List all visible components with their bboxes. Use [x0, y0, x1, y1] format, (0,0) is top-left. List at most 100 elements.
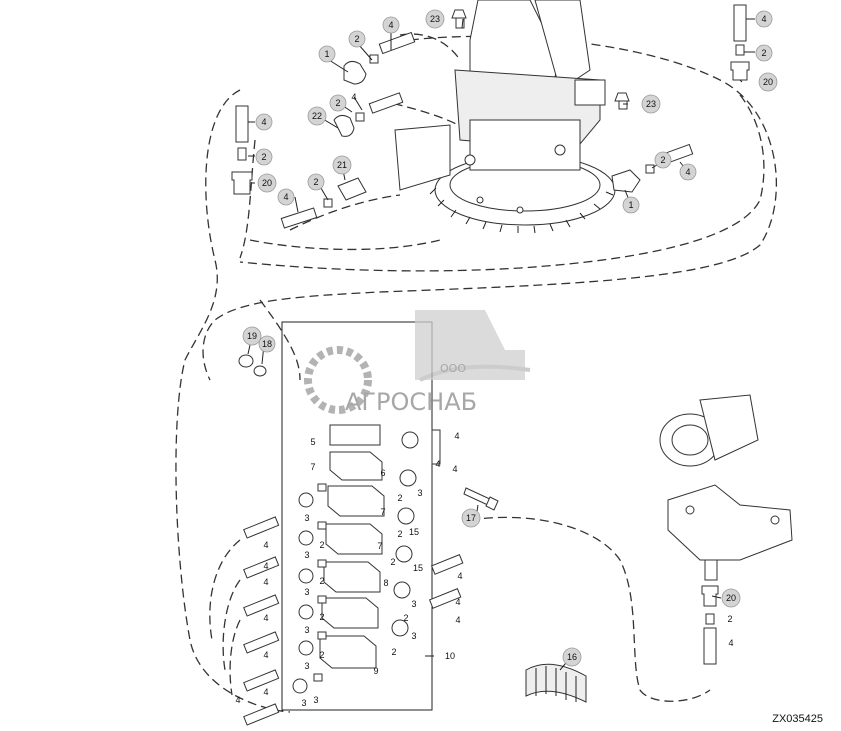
label-item: 2 — [319, 576, 324, 586]
watermark-prefix: ООО — [440, 362, 466, 375]
svg-text:1: 1 — [324, 49, 329, 59]
svg-text:2: 2 — [335, 98, 340, 108]
callout-1-top: 1 — [318, 45, 336, 63]
label-item: 4 — [263, 687, 268, 697]
label-item: 2 — [391, 647, 396, 657]
label-item: 7 — [377, 541, 382, 551]
watermark-name: АГРОСНАБ — [345, 388, 477, 416]
label-item: 3 — [304, 513, 309, 523]
svg-text:20: 20 — [763, 77, 773, 87]
svg-text:17: 17 — [466, 513, 476, 523]
svg-text:23: 23 — [646, 99, 656, 109]
svg-text:1: 1 — [628, 200, 633, 210]
svg-text:21: 21 — [337, 160, 347, 170]
pump-assembly — [659, 394, 793, 665]
callout-4-left-low: 4 — [277, 188, 295, 206]
swing-gear-assembly — [394, 0, 616, 234]
svg-text:2: 2 — [313, 177, 318, 187]
svg-text:2: 2 — [660, 155, 665, 165]
svg-text:20: 20 — [726, 593, 736, 603]
label-item: 2 — [319, 650, 324, 660]
label-item: 2 — [397, 493, 402, 503]
label-item: 4 — [455, 597, 460, 607]
label-item: 2 — [727, 614, 732, 624]
label-item: 3 — [313, 695, 318, 705]
label-item: 7 — [310, 462, 315, 472]
label-item: 4 — [263, 613, 268, 623]
callout-23-top: 23 — [425, 9, 445, 29]
svg-text:4: 4 — [388, 20, 393, 30]
valve-stack — [238, 321, 499, 711]
svg-text:19: 19 — [247, 331, 257, 341]
callout-21: 21 — [332, 155, 352, 175]
stack-labels: 4 5 4 7 6 3 4 2 3 2 7 15 4 3 7 2 4 2 3 1… — [235, 431, 733, 708]
callout-20-pump: 20 — [721, 588, 741, 608]
label-item: 9 — [373, 666, 378, 676]
callout-2-left-low: 2 — [307, 173, 325, 191]
callout-4-left: 4 — [255, 113, 273, 131]
label-item: 3 — [301, 698, 306, 708]
callout-20-left: 20 — [257, 173, 277, 193]
drawing-id: ZX035425 — [772, 713, 823, 725]
label-item: 3 — [304, 661, 309, 671]
upper-fittings — [231, 4, 750, 229]
svg-text:2: 2 — [261, 152, 266, 162]
label-item: 4 — [728, 638, 733, 648]
watermark: ООО АГРОСНАБ — [304, 310, 531, 416]
hose-outer-left — [175, 89, 291, 713]
callout-19: 19 — [242, 326, 262, 346]
callout-4-topright: 4 — [755, 10, 773, 28]
svg-text:4: 4 — [283, 192, 288, 202]
callout-18: 18 — [258, 335, 276, 353]
callout-2-right: 2 — [654, 151, 672, 169]
callout-20-topright: 20 — [758, 72, 778, 92]
callout-23-right: 23 — [641, 94, 661, 114]
label-item: 8 — [383, 578, 388, 588]
label-item: 4 — [452, 464, 457, 474]
svg-text:20: 20 — [262, 178, 272, 188]
label-item: 2 — [390, 557, 395, 567]
label-item: 3 — [304, 550, 309, 560]
label-item: 3 — [411, 599, 416, 609]
sleeve-16 — [525, 663, 587, 703]
label-item: 4 — [263, 540, 268, 550]
callout-4-mid: 4 — [351, 92, 356, 102]
callout-2-mid: 2 — [329, 94, 347, 112]
callout-16: 16 — [562, 647, 582, 667]
right-tubes — [428, 429, 464, 609]
svg-text:2: 2 — [354, 34, 359, 44]
label-item: 2 — [319, 540, 324, 550]
hose-upper-right — [239, 94, 765, 272]
callout-4-right: 4 — [679, 163, 697, 181]
label-item: 4 — [435, 459, 440, 469]
label-item: 7 — [380, 507, 385, 517]
callout-22: 22 — [307, 106, 327, 126]
callout-17: 17 — [461, 508, 481, 528]
left-tubes — [243, 516, 280, 726]
label-item: 2 — [403, 613, 408, 623]
hose-left-tubes — [209, 539, 241, 696]
label-item: 3 — [304, 625, 309, 635]
svg-text:2: 2 — [761, 48, 766, 58]
svg-text:18: 18 — [262, 339, 272, 349]
svg-text:4: 4 — [351, 92, 356, 102]
label-item: 4 — [263, 577, 268, 587]
callout-2-left: 2 — [255, 148, 273, 166]
callout-4-top: 4 — [382, 16, 400, 34]
label-item: 5 — [310, 437, 315, 447]
label-item: 3 — [417, 488, 422, 498]
label-item: 6 — [380, 468, 385, 478]
svg-text:23: 23 — [430, 14, 440, 24]
svg-text:4: 4 — [761, 14, 766, 24]
label-item: 15 — [409, 527, 419, 537]
label-item: 4 — [457, 571, 462, 581]
svg-text:16: 16 — [567, 652, 577, 662]
label-item: 4 — [235, 695, 240, 705]
svg-text:4: 4 — [261, 117, 266, 127]
hose-mid-lower — [469, 516, 711, 702]
label-item: 15 — [413, 563, 423, 573]
hose-upper-mid — [249, 194, 441, 251]
label-item: 4 — [455, 615, 460, 625]
callout-2-topright: 2 — [755, 44, 773, 62]
